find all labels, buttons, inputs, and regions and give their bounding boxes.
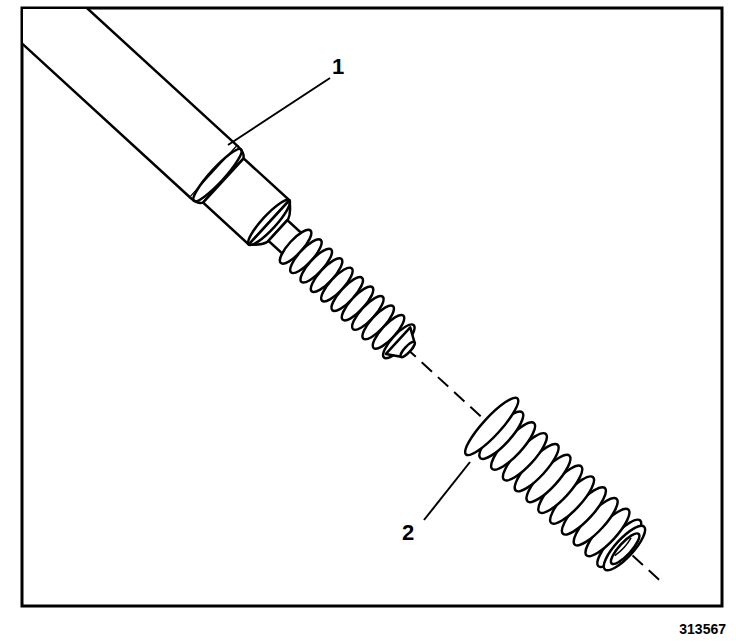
callout-number: 1: [332, 56, 344, 78]
figure-number: 313567: [679, 622, 726, 636]
leader-line: [424, 462, 470, 520]
leader-line: [228, 78, 330, 145]
callout-number: 2: [402, 522, 414, 544]
rod-and-insert: [23, 9, 685, 605]
